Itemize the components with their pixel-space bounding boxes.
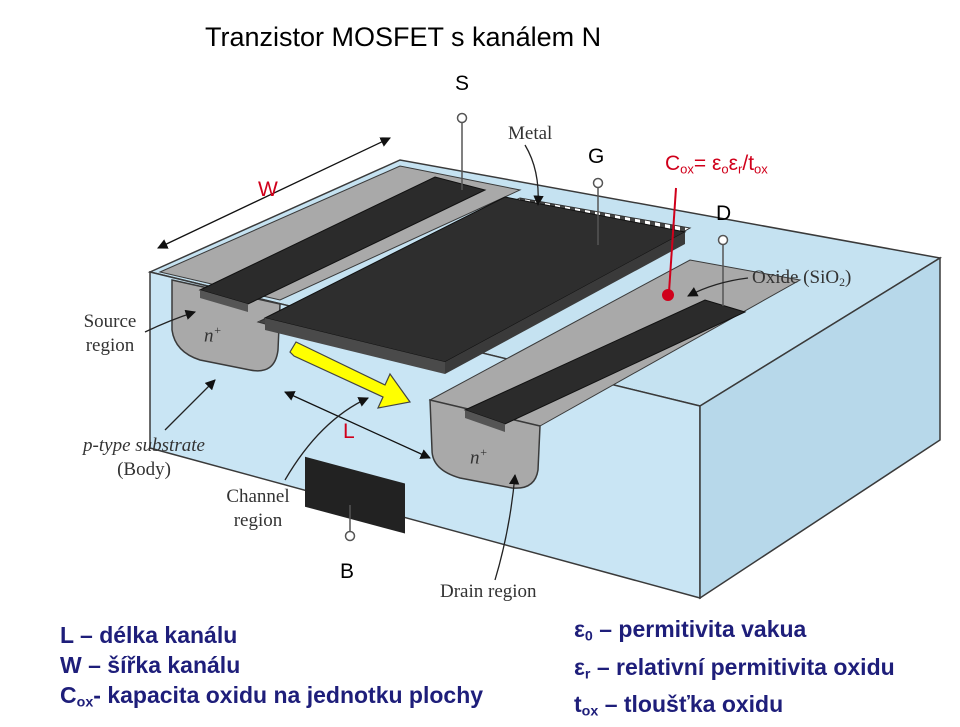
legend-capacitance: Cox- kapacita oxidu na jednotku plochy: [60, 682, 484, 711]
gate-metal-right: [445, 232, 685, 374]
drain-terminal-label: D: [716, 202, 732, 225]
drain-metal-side: [465, 410, 505, 432]
annotation-arrows: [144, 144, 749, 581]
dimension-lines: [157, 137, 431, 459]
width-dimension-line: [157, 137, 391, 249]
channel-arrow-pointer: [284, 397, 369, 481]
drain-n-plus-label: n+: [470, 445, 488, 469]
oxide-capacitance-formula: Cox= εoεr/tox: [665, 152, 768, 177]
source-terminal: [456, 112, 468, 124]
terminal-leads: [344, 112, 729, 542]
length-label: L: [343, 420, 355, 443]
body-contact: [305, 456, 405, 534]
gate-terminal: [592, 177, 604, 189]
legend-right: ε0 – permitivita vakua εr – relativní pe…: [574, 614, 895, 727]
oxide-arrow: [687, 277, 749, 297]
body-terminal: [344, 530, 356, 542]
oxide-label: Oxide (SiO2): [752, 267, 852, 289]
oxide-pointer-dot: [662, 289, 674, 301]
width-label: W: [258, 178, 278, 201]
drain-region-arrow: [494, 473, 520, 581]
substrate-label: p-type substrate(Body): [83, 435, 205, 480]
source-n-plus-label: n+: [204, 323, 222, 347]
source-region-arrow: [144, 309, 196, 333]
legend-length: L – délka kanálu: [60, 622, 238, 648]
drain-terminal: [717, 234, 729, 246]
drain-region-label: Drain region: [440, 581, 537, 602]
metal-label: Metal: [508, 123, 553, 144]
metal-contacts: [198, 176, 747, 432]
source-n-region-front: [171, 279, 281, 372]
gate-terminal-label: G: [588, 145, 605, 168]
legend-vacuum-permittivity: ε0 – permitivita vakua: [574, 616, 807, 645]
length-dimension-line: [284, 391, 431, 459]
page-title: Tranzistor MOSFET s kanálem N: [205, 22, 602, 52]
metal-arrow: [524, 144, 544, 207]
legend-left: L – délka kanálu W – šířka kanálu Cox- k…: [60, 620, 483, 718]
source-metal-side: [200, 290, 248, 312]
legend-width: W – šířka kanálu: [60, 652, 241, 678]
legend-relative-permittivity: εr – relativní permitivita oxidu: [574, 653, 895, 683]
source-terminal-label: S: [455, 72, 470, 95]
legend-oxide-thickness: tox – tloušťka oxidu: [574, 691, 784, 720]
gate-metal-side: [265, 318, 445, 374]
drain-n-region-front: [429, 399, 541, 489]
body-terminal-label: B: [340, 560, 355, 583]
substrate-right-face: [699, 256, 941, 600]
oxide-pointer-line: [668, 187, 677, 293]
substrate-arrow: [164, 379, 216, 431]
